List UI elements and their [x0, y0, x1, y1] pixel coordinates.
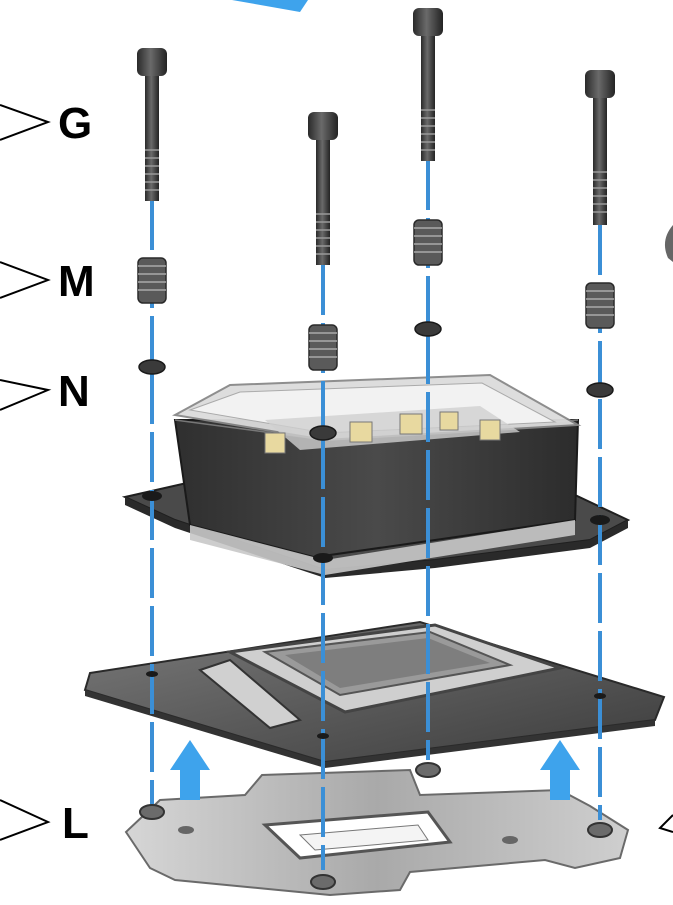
springs — [137, 219, 615, 371]
washer-icon — [138, 359, 166, 375]
screw-icon — [585, 70, 615, 225]
spring-icon — [413, 219, 443, 266]
washer-icon — [586, 382, 614, 398]
standoffs — [139, 762, 613, 890]
up-arrows — [170, 740, 580, 800]
mounting-holes — [142, 491, 610, 739]
cropped-pointer-right — [658, 814, 673, 833]
pointer-L — [0, 799, 51, 841]
cropped-part-right — [664, 225, 673, 262]
water-block — [121, 373, 631, 578]
callout-label-N: N — [58, 367, 90, 416]
screw-icon — [137, 48, 167, 201]
up-arrow-icon — [540, 740, 580, 800]
spring-icon — [308, 324, 338, 371]
spring-icon — [137, 257, 167, 304]
washers — [138, 321, 614, 441]
washer-icon — [414, 321, 442, 337]
callout-label-G: G — [58, 99, 92, 148]
spring-icon — [585, 282, 615, 329]
backplate — [124, 768, 630, 897]
screw-icon — [308, 112, 338, 265]
screws — [137, 8, 615, 265]
screw-icon — [413, 8, 443, 161]
callout-pointers — [0, 104, 52, 841]
washer-icon — [309, 425, 337, 441]
pointer-N — [0, 379, 52, 411]
cropped-arrow-fragment — [232, 0, 308, 12]
cpu-socket — [197, 623, 566, 730]
callout-label-M: M — [58, 257, 95, 306]
callout-label-L: L — [62, 799, 89, 848]
pointer-G — [0, 104, 51, 141]
pointer-M — [0, 261, 51, 299]
up-arrow-icon — [170, 740, 210, 800]
